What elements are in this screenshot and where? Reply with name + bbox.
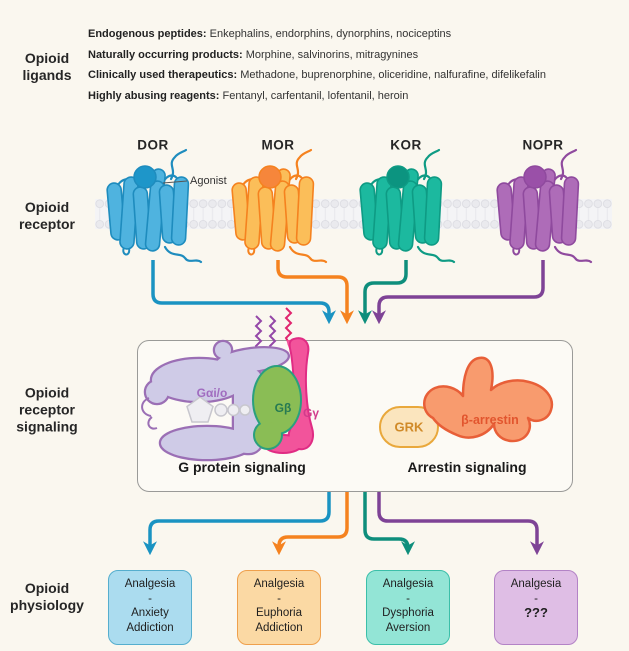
ligand-row-clinical: Clinically used therapeutics: Methadone,… xyxy=(88,65,546,86)
phys-line: Analgesia xyxy=(382,578,434,590)
rail-line: Opioid xyxy=(24,384,70,401)
phys-line: - xyxy=(148,592,152,605)
receptor-dor xyxy=(106,150,201,262)
phys-line: Anxiety xyxy=(131,607,169,619)
rail-line: Opioid xyxy=(24,50,70,66)
physiology-box-mor: Analgesia - Euphoria Addiction xyxy=(237,570,321,645)
receptor-mor xyxy=(231,150,326,262)
agonist-label: Agonist xyxy=(190,175,227,187)
gbeta-label: Gβ xyxy=(274,401,292,415)
physiology-box-kor: Analgesia - Dysphoria Aversion xyxy=(366,570,450,645)
ligand-row-abusing: Highly abusing reagents: Fentanyl, carfe… xyxy=(88,86,546,107)
phys-line: Aversion xyxy=(385,621,431,634)
phys-line: Euphoria xyxy=(255,607,303,619)
phys-line: - xyxy=(534,592,538,605)
phys-line: ??? xyxy=(524,605,548,620)
rail-line: ligands xyxy=(22,67,72,83)
physiology-box-nopr: Analgesia - ??? xyxy=(494,570,578,645)
physiology-box-dor: Analgesia - Anxiety Addiction xyxy=(108,570,192,645)
rail-line: receptor xyxy=(18,216,76,232)
phys-line: Analgesia xyxy=(510,578,562,590)
rail-label-opioid-receptor: Opioid receptor xyxy=(19,199,75,233)
rail-line: Opioid xyxy=(24,199,70,215)
receptor-name-dor: DOR xyxy=(137,137,169,153)
ligand-row-title: Endogenous peptides: xyxy=(88,28,207,40)
rail-label-opioid-receptor-signaling: Opioid receptor signaling xyxy=(16,385,77,436)
arrow-signaling-to-nopr-box xyxy=(377,492,544,556)
ligand-row-content: Methadone, buprenorphine, oliceridine, n… xyxy=(237,69,546,82)
receptor-name-mor: MOR xyxy=(261,137,295,153)
ligand-row-title: Naturally occurring products: xyxy=(88,48,243,61)
lipid-zigzag-icon xyxy=(284,307,293,344)
arrow-signaling-to-dor-box xyxy=(143,492,331,556)
ligand-row-content: Morphine, salvinorins, mitragynines xyxy=(242,48,419,61)
plasma-membrane xyxy=(95,199,612,229)
receptor-kor xyxy=(359,150,454,262)
grk-label: GRK xyxy=(394,419,424,435)
phys-line: Analgesia xyxy=(124,578,176,590)
arrow-dor-to-signaling xyxy=(151,260,336,325)
rail-line: Opioid xyxy=(24,580,70,596)
g-protein-signaling-caption: G protein signaling xyxy=(178,459,306,475)
receptor-name-kor: KOR xyxy=(390,137,422,153)
ligand-row-content: Fentanyl, carfentanil, lofentanil, heroi… xyxy=(219,90,409,103)
ggamma-label: Gγ xyxy=(302,406,320,420)
ligand-row-title: Highly abusing reagents: xyxy=(88,90,220,103)
arrow-mor-to-signaling xyxy=(276,260,354,325)
receptor-name-nopr: NOPR xyxy=(522,137,564,153)
rail-line: signaling xyxy=(16,418,78,435)
phys-line: Analgesia xyxy=(253,578,305,590)
arrestin-signaling-caption: Arrestin signaling xyxy=(407,459,527,475)
galpha-label: Gαi/o xyxy=(196,386,228,400)
phys-line: Addiction xyxy=(255,621,303,634)
ligand-row-endogenous: Endogenous peptides: Enkephalins, endorp… xyxy=(88,24,546,45)
agonist-pointer-line xyxy=(162,180,188,184)
rail-line: physiology xyxy=(10,597,84,613)
rail-label-opioid-physiology: Opioid physiology xyxy=(10,580,84,614)
receptor-nopr xyxy=(496,150,591,262)
phys-line: Addiction xyxy=(126,621,174,634)
rail-line: receptor xyxy=(18,401,76,418)
ligand-row-natural: Naturally occurring products: Morphine, … xyxy=(88,45,546,66)
rail-label-opioid-ligands: Opioid ligands xyxy=(22,50,71,84)
barrestin-label: β-arrestin xyxy=(461,413,519,427)
arrow-nopr-to-signaling xyxy=(372,260,545,325)
phys-line: Dysphoria xyxy=(382,607,434,619)
ligand-row-title: Clinically used therapeutics: xyxy=(88,69,238,82)
phys-line: - xyxy=(277,592,281,605)
arrow-kor-to-signaling xyxy=(358,260,408,325)
ligand-row-content: Enkephalins, endorphins, dynorphins, noc… xyxy=(206,28,452,40)
arrow-signaling-to-mor-box xyxy=(272,492,349,556)
arrow-signaling-to-kor-box xyxy=(363,492,415,556)
phys-line: - xyxy=(406,592,410,605)
ligand-list: Endogenous peptides: Enkephalins, endorp… xyxy=(88,24,546,107)
